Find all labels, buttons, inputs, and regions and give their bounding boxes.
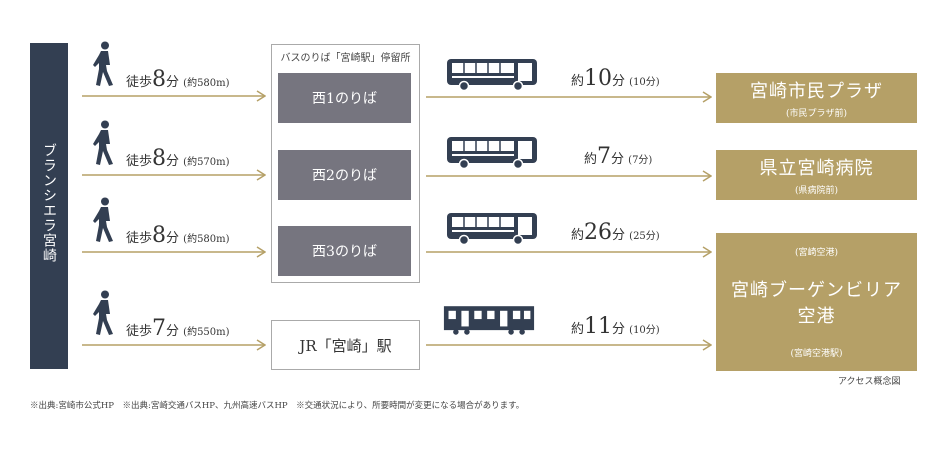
ride-note: (10分)	[629, 325, 660, 336]
walk-arrow-2	[82, 169, 266, 181]
walking-person-icon	[93, 197, 115, 243]
ride-unit: 分	[612, 322, 626, 337]
destination-prefectural-hospital: 県立宮崎病院 (県病院前)	[716, 150, 917, 200]
walk-time-2: 徒歩8分 (約570m)	[126, 146, 230, 171]
ride-arrow-4	[426, 339, 712, 351]
ride-time-3: 約26分 (25分)	[571, 220, 660, 245]
walk-minutes: 8	[152, 223, 167, 248]
destination-stop-train: (宮崎空港駅)	[790, 349, 843, 359]
destination-name: 宮崎市民プラザ	[750, 81, 883, 102]
platform-west-1: 西1のりば	[278, 73, 411, 123]
train-icon	[443, 303, 535, 337]
bus-icon	[446, 57, 538, 91]
destination-stop-bus: (宮崎空港)	[794, 248, 839, 258]
ride-arrow-3	[426, 246, 712, 258]
walk-distance: (約580m)	[183, 78, 230, 89]
ride-note: (7分)	[628, 155, 653, 166]
walking-person-icon	[93, 290, 115, 336]
walking-person-icon	[93, 41, 115, 87]
walk-distance: (約570m)	[183, 157, 230, 168]
ride-prefix: 約	[571, 74, 585, 89]
bus-stop-title: バスのりば「宮崎駅」停留所	[280, 53, 411, 64]
walk-minutes: 8	[152, 146, 167, 171]
bus-icon	[446, 211, 538, 245]
jr-station-box: JR「宮崎」駅	[271, 320, 420, 370]
ride-minutes: 10	[584, 66, 613, 91]
destination-stop: (県病院前)	[794, 186, 839, 196]
ride-minutes: 7	[597, 144, 612, 169]
walk-arrow-4	[82, 339, 266, 351]
jr-station-label: JR「宮崎」駅	[299, 336, 392, 355]
ride-prefix: 約	[584, 152, 598, 167]
walk-prefix: 徒歩	[126, 154, 153, 169]
origin-building-box: ブランシエラ宮崎	[30, 43, 68, 369]
ride-unit: 分	[611, 152, 625, 167]
ride-time-4: 約11分 (10分)	[571, 314, 660, 339]
platform-west-2: 西2のりば	[278, 150, 411, 200]
walk-prefix: 徒歩	[126, 231, 153, 246]
ride-prefix: 約	[571, 322, 585, 337]
bus-stop-frame	[271, 44, 420, 283]
ride-note: (25分)	[629, 231, 660, 242]
walk-distance: (約550m)	[183, 327, 230, 338]
footnote: ※出典:宮崎市公式HP ※出典:宮崎交通バスHP、九州高速バスHP ※交通状況に…	[30, 401, 525, 411]
walk-time-1: 徒歩8分 (約580m)	[126, 67, 230, 92]
ride-arrow-1	[426, 91, 712, 103]
destination-name-line1: 宮崎ブーゲンビリア	[731, 280, 902, 301]
ride-prefix: 約	[571, 228, 585, 243]
walk-unit: 分	[166, 231, 180, 246]
walking-person-icon	[93, 120, 115, 166]
walk-unit: 分	[166, 154, 180, 169]
bus-icon	[446, 135, 538, 169]
walk-prefix: 徒歩	[126, 324, 153, 339]
ride-minutes: 26	[584, 220, 613, 245]
walk-time-3: 徒歩8分 (約580m)	[126, 223, 230, 248]
ride-time-2: 約7分 (7分)	[584, 144, 652, 169]
platform-west-3: 西3のりば	[278, 226, 411, 276]
walk-prefix: 徒歩	[126, 75, 153, 90]
walk-minutes: 8	[152, 67, 167, 92]
walk-arrow-1	[82, 90, 266, 102]
origin-label: ブランシエラ宮崎	[41, 143, 57, 263]
walk-unit: 分	[166, 324, 180, 339]
ride-time-1: 約10分 (10分)	[571, 66, 660, 91]
walk-time-4: 徒歩7分 (約550m)	[126, 316, 230, 341]
walk-unit: 分	[166, 75, 180, 90]
ride-arrow-2	[426, 170, 712, 182]
ride-unit: 分	[612, 228, 626, 243]
walk-distance: (約580m)	[183, 234, 230, 245]
destination-airport: (宮崎空港) 宮崎ブーゲンビリア 空港 (宮崎空港駅)	[716, 233, 917, 371]
ride-minutes: 11	[584, 314, 613, 339]
destination-stop: (市民プラザ前)	[785, 109, 848, 119]
walk-minutes: 7	[152, 316, 167, 341]
walk-arrow-3	[82, 246, 266, 258]
destination-name-line2: 空港	[797, 306, 836, 327]
diagram-caption: アクセス概念図	[838, 377, 901, 387]
destination-name: 県立宮崎病院	[759, 158, 874, 179]
destination-civic-plaza: 宮崎市民プラザ (市民プラザ前)	[716, 73, 917, 123]
ride-note: (10分)	[629, 77, 660, 88]
ride-unit: 分	[612, 74, 626, 89]
